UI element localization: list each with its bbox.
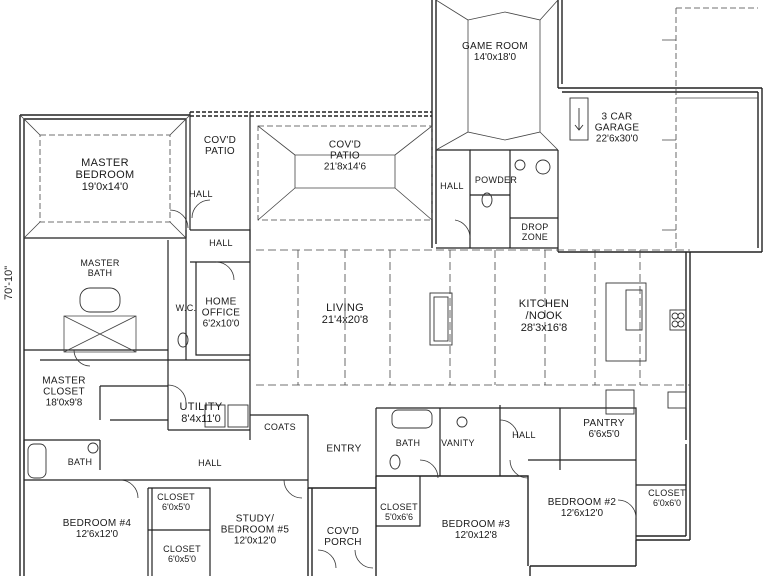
room-bedroom-4: BEDROOM #4 12'6x12'0 (63, 518, 132, 540)
room-bath-center: BATH (396, 438, 421, 448)
room-living: LIVING 21'4x20'8 (322, 302, 368, 326)
room-name: 3 CAR GARAGE (594, 111, 640, 134)
room-name: HALL (189, 189, 213, 199)
room-home-office: HOME OFFICE 6'2x10'0 (201, 297, 241, 330)
room-name: MASTER BEDROOM (75, 157, 135, 181)
room-dim: 6'2x10'0 (202, 318, 240, 330)
room-dim: 6'6x5'0 (588, 429, 620, 440)
room-name: GAME ROOM (461, 41, 529, 52)
room-name: PANTRY (583, 418, 625, 429)
room-hall-office: HALL (209, 238, 233, 248)
room-covd-porch: COV'D PORCH (323, 526, 363, 548)
room-name: COV'D PORCH (324, 526, 362, 548)
room-kitchen: KITCHEN /NOOK 28'3x16'8 (514, 298, 574, 334)
room-name: BEDROOM #4 (62, 518, 132, 529)
room-name: KITCHEN /NOOK (518, 298, 570, 322)
room-name: W.C. (175, 303, 197, 313)
room-entry: ENTRY (326, 444, 361, 455)
room-bedroom-3: BEDROOM #3 12'0x12'8 (442, 519, 511, 541)
fixtures (27, 97, 687, 479)
room-study: STUDY/ BEDROOM #5 12'0x12'0 (215, 514, 295, 547)
room-dim: 5'0x6'6 (385, 512, 413, 522)
room-dim: 19'0x14'0 (81, 181, 129, 193)
room-master-bedroom: MASTER BEDROOM 19'0x14'0 (65, 157, 145, 193)
room-garage: 3 CAR GARAGE 22'6x30'0 (582, 112, 652, 145)
room-covd-patio-left: COV'D PATIO (200, 135, 240, 157)
room-closet-study-bottom: CLOSET 6'0x5'0 (163, 544, 201, 564)
overall-dimension: 70'-10" (2, 262, 16, 302)
room-dim: 6'0x6'0 (653, 498, 681, 508)
room-covd-patio-main: COV'D PATIO 21'8x14'6 (315, 140, 375, 173)
room-name: BATH (67, 457, 93, 467)
room-name: CLOSET (648, 488, 686, 498)
room-name: DROP ZONE (521, 222, 549, 242)
room-hall-master: HALL (189, 189, 213, 199)
room-name: MASTER CLOSET (42, 375, 86, 398)
room-vanity: VANITY (441, 438, 475, 448)
room-bedroom-2: BEDROOM #2 12'6x12'0 (548, 497, 617, 519)
room-utility: UTILITY 8'4x11'0 (179, 401, 222, 425)
room-dim: 18'0x9'8 (45, 397, 83, 409)
room-game-room: GAME ROOM 14'0x18'0 (462, 41, 528, 63)
room-dim: 12'6x12'0 (75, 529, 119, 540)
room-coats: COATS (264, 422, 296, 432)
room-dim: 21'4x20'8 (321, 314, 369, 326)
room-name: BEDROOM #3 (441, 519, 511, 530)
room-dim: 21'8x14'6 (323, 161, 367, 173)
room-dim: 6'0x5'0 (162, 502, 190, 512)
room-name: BATH (395, 438, 421, 448)
room-bath-left: BATH (68, 457, 93, 467)
room-name: UTILITY (179, 401, 223, 413)
room-dim: 12'0x12'0 (233, 535, 277, 547)
room-name: HOME OFFICE (201, 296, 241, 319)
doors (73, 199, 637, 569)
room-name: POWDER (474, 175, 518, 185)
room-name: CLOSET (380, 502, 418, 512)
room-powder: POWDER (475, 175, 517, 185)
room-dim: 12'0x12'8 (454, 530, 498, 541)
room-name: HALL (209, 238, 233, 248)
ceiling-trays (19, 0, 758, 386)
room-pantry: PANTRY 6'6x5'0 (583, 418, 624, 440)
room-name: CLOSET (157, 492, 195, 502)
room-dim: 6'0x5'0 (168, 554, 196, 564)
room-master-closet: MASTER CLOSET 18'0x9'8 (39, 376, 89, 409)
room-closet-right: CLOSET 6'0x6'0 (648, 488, 686, 508)
room-name: COV'D PATIO (328, 139, 362, 162)
room-name: ENTRY (326, 443, 362, 455)
room-name: HALL (440, 181, 464, 191)
room-drop-zone: DROP ZONE (520, 222, 550, 242)
room-name: LIVING (326, 302, 364, 314)
room-name: COATS (264, 422, 296, 432)
overall-dimension-text: 70'-10" (3, 265, 15, 300)
room-hall-game: HALL (440, 181, 464, 191)
room-name: VANITY (441, 438, 475, 448)
room-dim: 22'6x30'0 (595, 133, 639, 145)
room-master-bath: MASTER BATH (75, 258, 125, 278)
room-dim: 12'6x12'0 (560, 508, 604, 519)
room-name: COV'D PATIO (203, 135, 237, 157)
room-name: HALL (512, 430, 536, 440)
room-hall-bottom: HALL (198, 458, 222, 468)
room-dim: 28'3x16'8 (520, 322, 568, 334)
room-name: MASTER BATH (80, 258, 120, 278)
room-closet-bed3: CLOSET 5'0x6'6 (380, 502, 418, 522)
room-name: STUDY/ BEDROOM #5 (220, 513, 290, 536)
room-closet-study-top: CLOSET 6'0x5'0 (157, 492, 195, 512)
room-name: CLOSET (163, 544, 201, 554)
room-hall-right: HALL (512, 430, 536, 440)
exterior-walls (19, 0, 763, 576)
room-name: HALL (198, 458, 222, 468)
room-dim: 8'4x11'0 (181, 413, 221, 425)
room-name: BEDROOM #2 (547, 497, 617, 508)
room-wc: W.C. (176, 303, 197, 313)
room-dim: 14'0x18'0 (473, 52, 517, 63)
interior-walls (23, 112, 686, 576)
